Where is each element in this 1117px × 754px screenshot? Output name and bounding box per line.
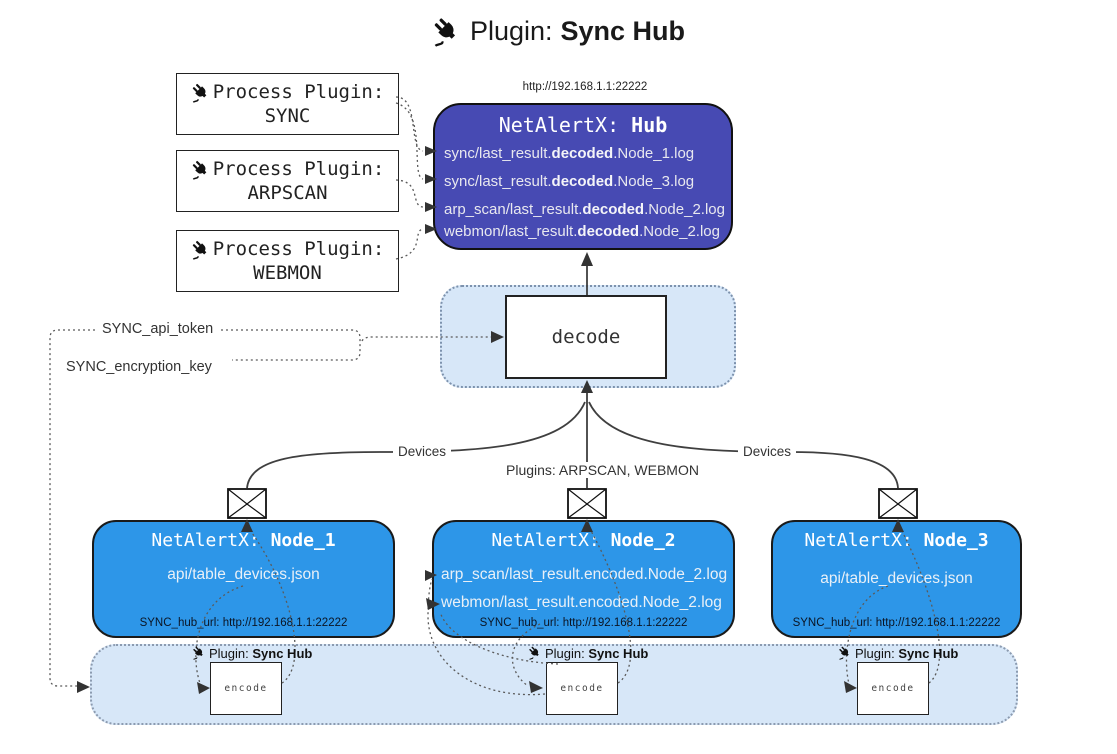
- node-hub-url: SYNC_hub_url: http://192.168.1.1:22222: [792, 617, 1001, 629]
- encode-box: encode: [857, 662, 929, 715]
- hub-log-line: sync/last_result.decoded.Node_1.log: [444, 145, 695, 162]
- node-title: NetAlertX: Node_2: [491, 530, 676, 551]
- band-plugin-label: Plugin: Sync Hub: [838, 645, 958, 661]
- node-file: arp_scan/last_result.encoded.Node_2.log: [441, 566, 728, 583]
- plug-icon: [192, 646, 206, 660]
- node-box-node2: NetAlertX: Node_2 arp_scan/last_result.e…: [432, 520, 735, 638]
- mail-icon: [227, 488, 267, 519]
- encode-box: encode: [210, 662, 282, 715]
- process-plugin-name: SYNC: [264, 104, 311, 127]
- plug-icon: [191, 83, 211, 103]
- decode-box: decode: [505, 295, 667, 379]
- hub-title: NetAlertX: Hub: [435, 113, 731, 137]
- edge-label-devices-left: Devices: [393, 444, 452, 459]
- edge-label-devices-right: Devices: [738, 444, 797, 459]
- node-title: NetAlertX: Node_3: [804, 530, 989, 551]
- encode-box: encode: [546, 662, 618, 715]
- process-plugin-label: Process Plugin:: [212, 81, 385, 104]
- hub-box: NetAlertX: Hub sync/last_result.decoded.…: [433, 103, 733, 250]
- node-box-node1: NetAlertX: Node_1 api/table_devices.json…: [92, 520, 395, 638]
- plug-icon: [432, 17, 462, 47]
- plug-icon: [191, 160, 211, 180]
- edge-label-plugins: Plugins: ARPSCAN, WEBMON: [501, 462, 704, 478]
- plug-icon: [528, 646, 542, 660]
- page-title-prefix: Plugin:: [469, 16, 553, 46]
- hub-log-line: arp_scan/last_result.decoded.Node_2.log: [444, 201, 725, 218]
- plug-icon: [191, 240, 211, 260]
- plug-icon: [838, 646, 852, 660]
- process-plugin-box-sync: Process Plugin: SYNC: [176, 73, 399, 135]
- hub-log-line: webmon/last_result.decoded.Node_2.log: [444, 223, 720, 240]
- node-file: api/table_devices.json: [167, 566, 320, 583]
- hub-url-label: http://192.168.1.1:22222: [522, 81, 648, 93]
- sync-api-token-label: SYNC_api_token: [98, 321, 218, 337]
- page-title: Plugin: Sync Hub: [0, 16, 1117, 47]
- process-plugin-box-arpscan: Process Plugin: ARPSCAN: [176, 150, 399, 212]
- sync-encryption-key-label: SYNC_encryption_key: [62, 359, 216, 375]
- hub-log-line: sync/last_result.decoded.Node_3.log: [444, 173, 695, 190]
- process-plugin-name: WEBMON: [253, 261, 322, 284]
- hub-title-name: Hub: [631, 113, 668, 137]
- mail-icon: [567, 488, 607, 519]
- process-plugin-box-webmon: Process Plugin: WEBMON: [176, 230, 399, 292]
- band-plugin-label: Plugin: Sync Hub: [192, 645, 312, 661]
- band-plugin-label: Plugin: Sync Hub: [528, 645, 648, 661]
- node-file: api/table_devices.json: [820, 570, 973, 587]
- mail-icon: [878, 488, 918, 519]
- process-plugin-name: ARPSCAN: [247, 181, 328, 204]
- node-hub-url: SYNC_hub_url: http://192.168.1.1:22222: [139, 617, 348, 629]
- node-box-node3: NetAlertX: Node_3 api/table_devices.json…: [771, 520, 1022, 638]
- hub-title-prefix: NetAlertX:: [498, 113, 632, 137]
- process-plugin-label: Process Plugin:: [212, 158, 385, 181]
- process-plugin-label: Process Plugin:: [212, 238, 385, 261]
- node-title: NetAlertX: Node_1: [151, 530, 336, 551]
- node-file: webmon/last_result.encoded.Node_2.log: [441, 594, 722, 611]
- page-title-name: Sync Hub: [560, 16, 686, 46]
- node-hub-url: SYNC_hub_url: http://192.168.1.1:22222: [479, 617, 688, 629]
